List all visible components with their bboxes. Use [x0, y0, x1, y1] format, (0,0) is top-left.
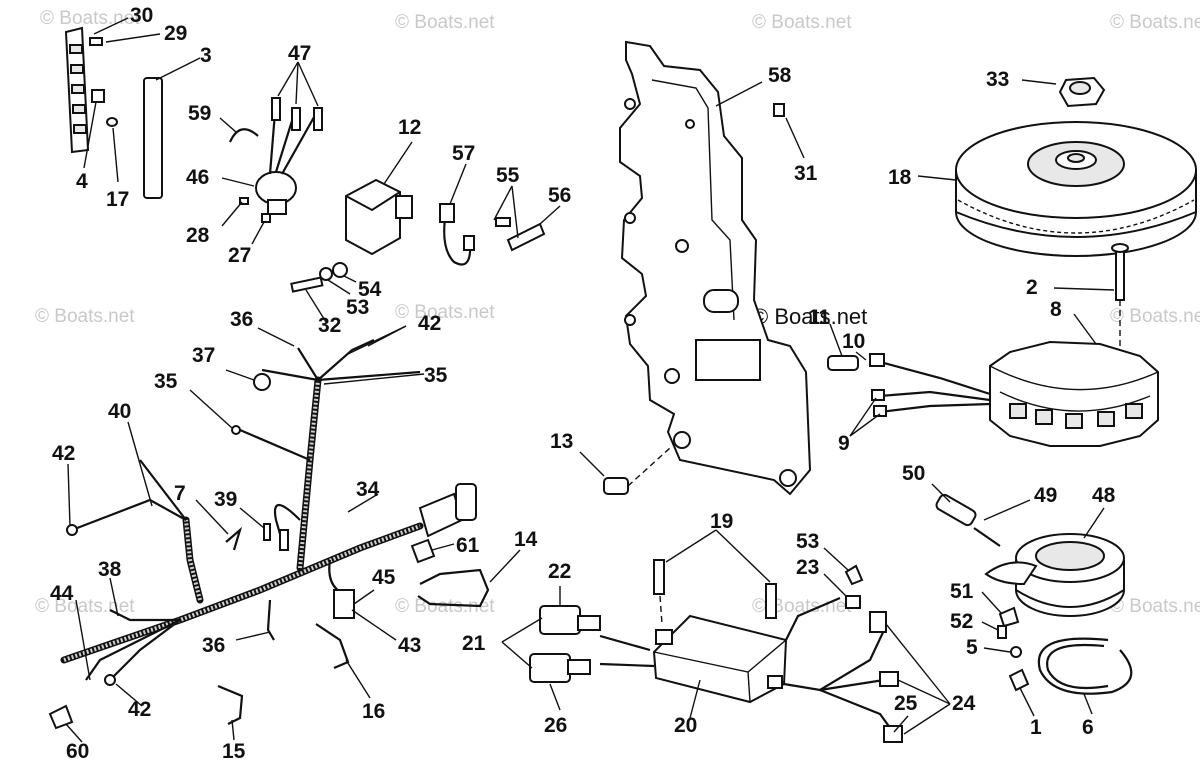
flywheel-part [917, 121, 1197, 257]
callout-13: 13 [550, 430, 573, 453]
callout-15: 15 [222, 740, 246, 763]
watermark-layer: © Boats.net © Boats.net © Boats.net © Bo… [35, 8, 1200, 617]
callout-9: 9 [838, 432, 850, 455]
callout-47: 47 [288, 42, 311, 65]
stator-part [827, 313, 1159, 447]
watermark: © Boats.net [1110, 306, 1200, 327]
callout-11: 11 [808, 306, 831, 329]
callout-labels: 30 29 3 47 59 46 4 17 28 27 12 57 55 56 … [50, 4, 1116, 763]
callout-5: 5 [966, 636, 978, 659]
screw-washer-part [290, 262, 357, 323]
watermark: © Boats.net [35, 596, 135, 617]
callout-49: 49 [1034, 484, 1057, 507]
stator-screw-part [1053, 243, 1129, 360]
watermark: © Boats.net [40, 8, 140, 29]
callout-37: 37 [192, 344, 215, 367]
callout-56: 56 [548, 184, 571, 207]
watermark: © Boats.net [1110, 596, 1200, 617]
callout-40: 40 [108, 400, 131, 423]
callout-45: 45 [372, 566, 396, 589]
callout-58: 58 [768, 64, 792, 87]
watermark: © Boats.net [395, 302, 495, 323]
callout-61: 61 [456, 534, 480, 557]
callout-38: 38 [98, 558, 122, 581]
callout-53: 53 [346, 296, 369, 319]
callout-44: 44 [50, 582, 74, 605]
watermark: © Boats.net [35, 306, 135, 327]
callout-36: 36 [202, 634, 225, 657]
power-pack-part [501, 529, 951, 743]
callout-12: 12 [398, 116, 421, 139]
callout-42: 42 [418, 312, 441, 335]
callout-6: 6 [1082, 716, 1094, 739]
watermark: © Boats.net [395, 12, 495, 33]
callout-53: 53 [796, 530, 819, 553]
callout-55: 55 [496, 164, 520, 187]
rectifier-part [219, 61, 323, 245]
armature-plate-part [619, 40, 812, 496]
callout-28: 28 [186, 224, 210, 247]
callout-3: 3 [200, 44, 212, 67]
callout-29: 29 [164, 22, 187, 45]
callout-35: 35 [424, 364, 448, 387]
callout-50: 50 [902, 462, 925, 485]
callout-19: 19 [710, 510, 733, 533]
callout-31: 31 [794, 162, 818, 185]
callout-32: 32 [318, 314, 341, 337]
wiring-harness-part [60, 325, 477, 707]
callout-34: 34 [356, 478, 380, 501]
timer-base-part [984, 507, 1125, 617]
callout-39: 39 [214, 488, 237, 511]
callout-54: 54 [358, 278, 382, 301]
sleeve-part [143, 57, 201, 199]
callout-42: 42 [52, 442, 75, 465]
watermark: © Boats.net [395, 596, 495, 617]
terminal-block-part [64, 17, 161, 183]
watermark: © Boats.net [752, 304, 867, 329]
callout-14: 14 [514, 528, 538, 551]
callout-10: 10 [842, 330, 865, 353]
callout-33: 33 [986, 68, 1009, 91]
callout-7: 7 [174, 482, 186, 505]
callout-8: 8 [1050, 298, 1062, 321]
flywheel-nut-part [1021, 76, 1106, 108]
callout-42: 42 [128, 698, 151, 721]
callout-16: 16 [362, 700, 385, 723]
callout-60: 60 [66, 740, 89, 763]
retainer-ring-part [1037, 637, 1133, 715]
callout-17: 17 [106, 188, 129, 211]
callout-26: 26 [544, 714, 567, 737]
callout-48: 48 [1092, 484, 1116, 507]
callout-30: 30 [130, 4, 153, 27]
clips-part [48, 499, 521, 743]
callout-4: 4 [76, 170, 88, 193]
callout-20: 20 [674, 714, 697, 737]
callout-46: 46 [186, 166, 209, 189]
callout-43: 43 [398, 634, 421, 657]
callout-51: 51 [950, 580, 974, 603]
callout-22: 22 [548, 560, 571, 583]
callout-52: 52 [950, 610, 973, 633]
watermark: © Boats.net [752, 596, 852, 617]
callout-18: 18 [888, 166, 912, 189]
callout-27: 27 [228, 244, 251, 267]
callout-1: 1 [1030, 716, 1042, 739]
callout-25: 25 [894, 692, 918, 715]
callout-35: 35 [154, 370, 178, 393]
timer-fasteners-part [981, 591, 1035, 717]
callout-23: 23 [796, 556, 819, 579]
callout-36: 36 [230, 308, 253, 331]
ignition-coil-part [345, 141, 413, 256]
watermark: © Boats.net [752, 12, 852, 33]
callout-2: 2 [1026, 276, 1038, 299]
watermark: © Boats.net [1110, 12, 1200, 33]
plate-screw-part [579, 447, 671, 495]
callout-59: 59 [188, 102, 211, 125]
spark-plug-leads-part [439, 163, 561, 266]
timer-sensor-part [931, 483, 1031, 547]
callout-21: 21 [462, 632, 486, 655]
callout-57: 57 [452, 142, 475, 165]
callout-24: 24 [952, 692, 976, 715]
